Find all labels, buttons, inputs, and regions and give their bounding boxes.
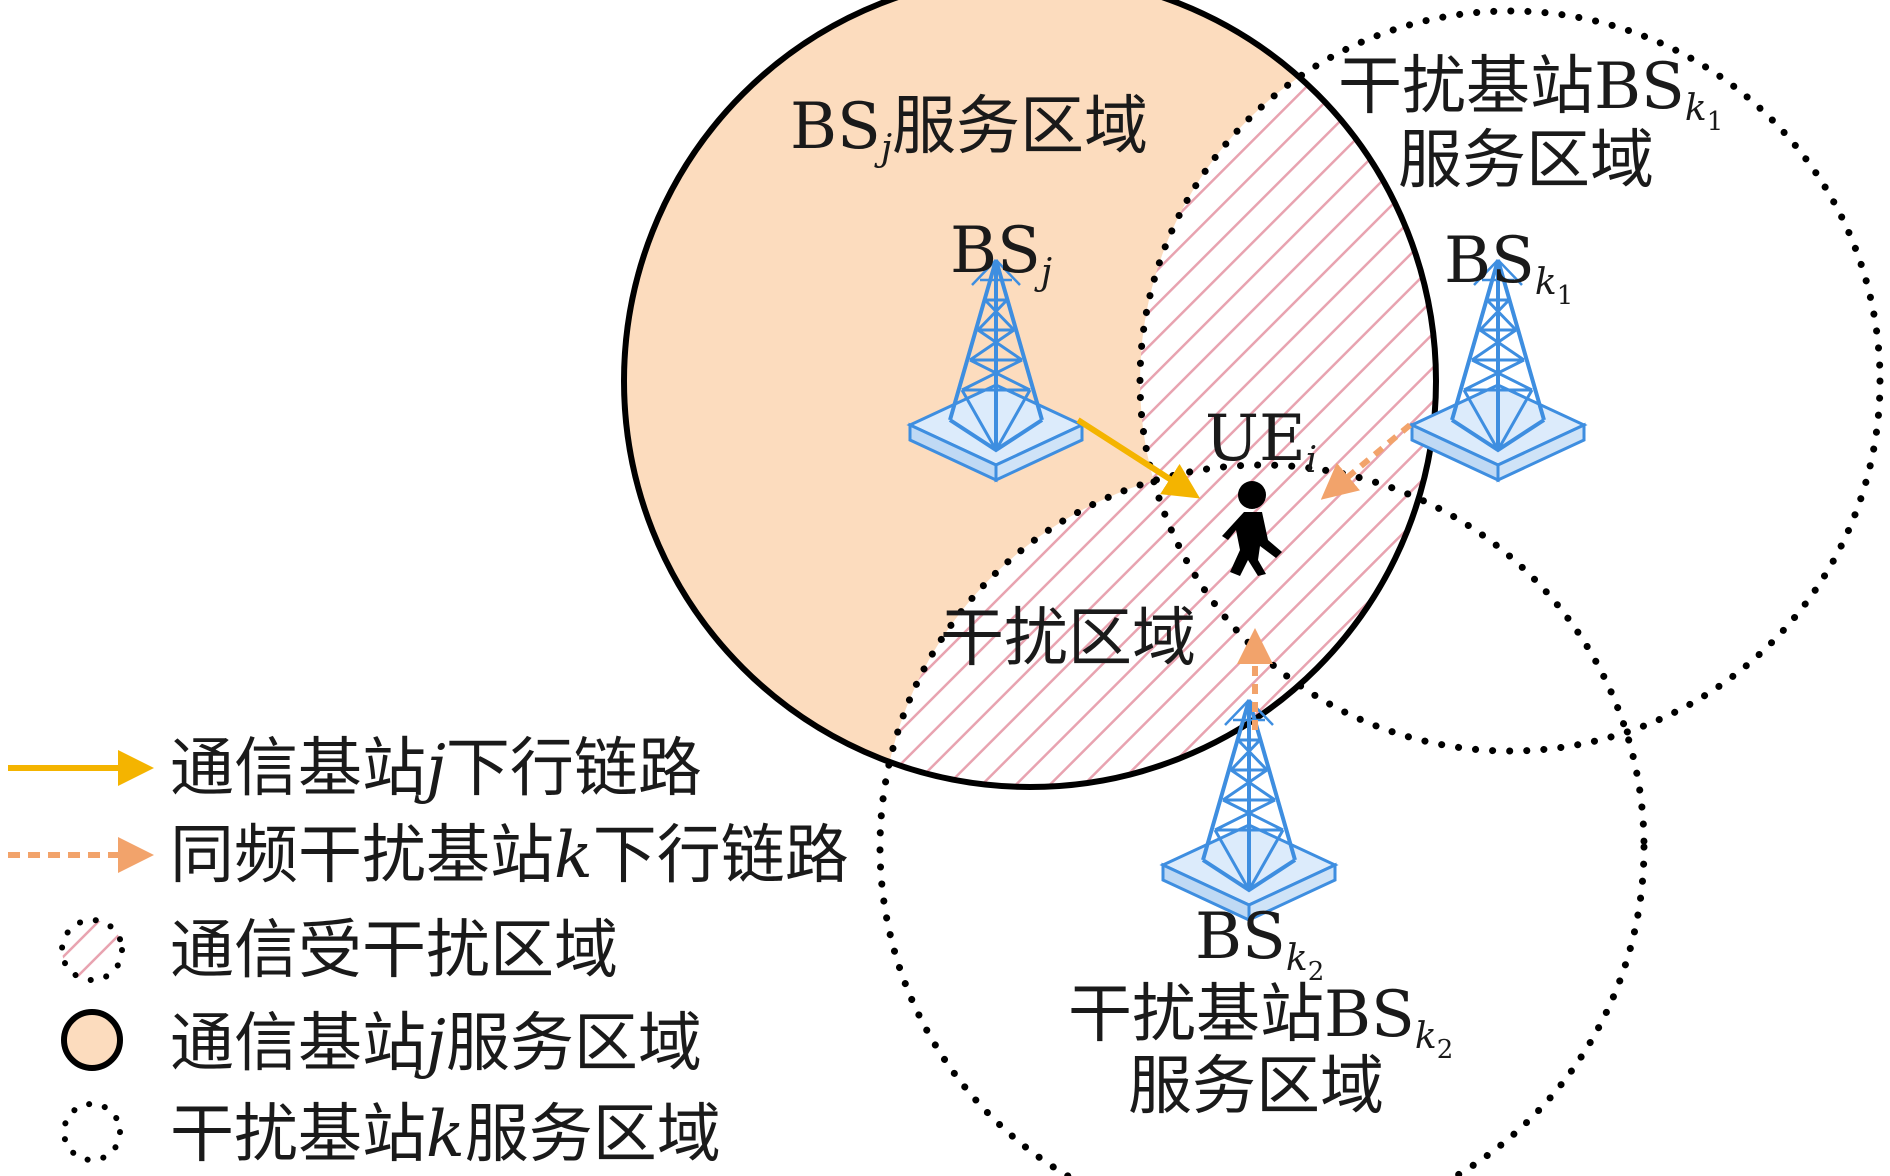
bsk1-area-label-line2: 服务区域 bbox=[1398, 124, 1654, 198]
bsk1-area-label-line1: 干扰基站BSk1 bbox=[1338, 50, 1723, 137]
legend-item-1: 通信基站j下行链路 bbox=[170, 732, 702, 806]
main-downlink-arrow bbox=[1076, 417, 1201, 499]
ue-person-icon bbox=[1222, 481, 1282, 576]
interference-area-label: 干扰区域 bbox=[940, 602, 1196, 676]
ue-label: UEi bbox=[1205, 402, 1317, 481]
bsj-service-boundary bbox=[621, 0, 1439, 790]
hatched-dotted-area-icon bbox=[59, 917, 125, 983]
bsk2-area-label-line1: 干扰基站BSk2 bbox=[1068, 978, 1453, 1065]
legend: 通信基站j下行链路 同频干扰基站k下行链路 通信受干扰区域 通信基站j服务区域 … bbox=[8, 732, 849, 1172]
bsk1-label: BSk1 bbox=[1444, 224, 1573, 311]
bsk2-area-label-line2: 服务区域 bbox=[1128, 1050, 1384, 1124]
bsk1-service-boundary bbox=[1136, 7, 1884, 755]
legend-item-5: 干扰基站k服务区域 bbox=[170, 1098, 721, 1172]
dotted-circle-icon bbox=[61, 1101, 123, 1163]
bsk2-label: BSk2 bbox=[1195, 900, 1324, 987]
legend-item-2: 同频干扰基站k下行链路 bbox=[170, 819, 849, 893]
interference-area bbox=[880, 11, 1436, 787]
filled-circle-icon bbox=[61, 1009, 123, 1071]
bsj-label: BSj bbox=[950, 214, 1052, 293]
legend-item-4: 通信基站j服务区域 bbox=[170, 1007, 702, 1081]
bsk2-service-boundary bbox=[876, 461, 1648, 1176]
bsj-service-label: BSj服务区域 bbox=[790, 90, 1148, 169]
legend-item-3: 通信受干扰区域 bbox=[170, 914, 618, 988]
